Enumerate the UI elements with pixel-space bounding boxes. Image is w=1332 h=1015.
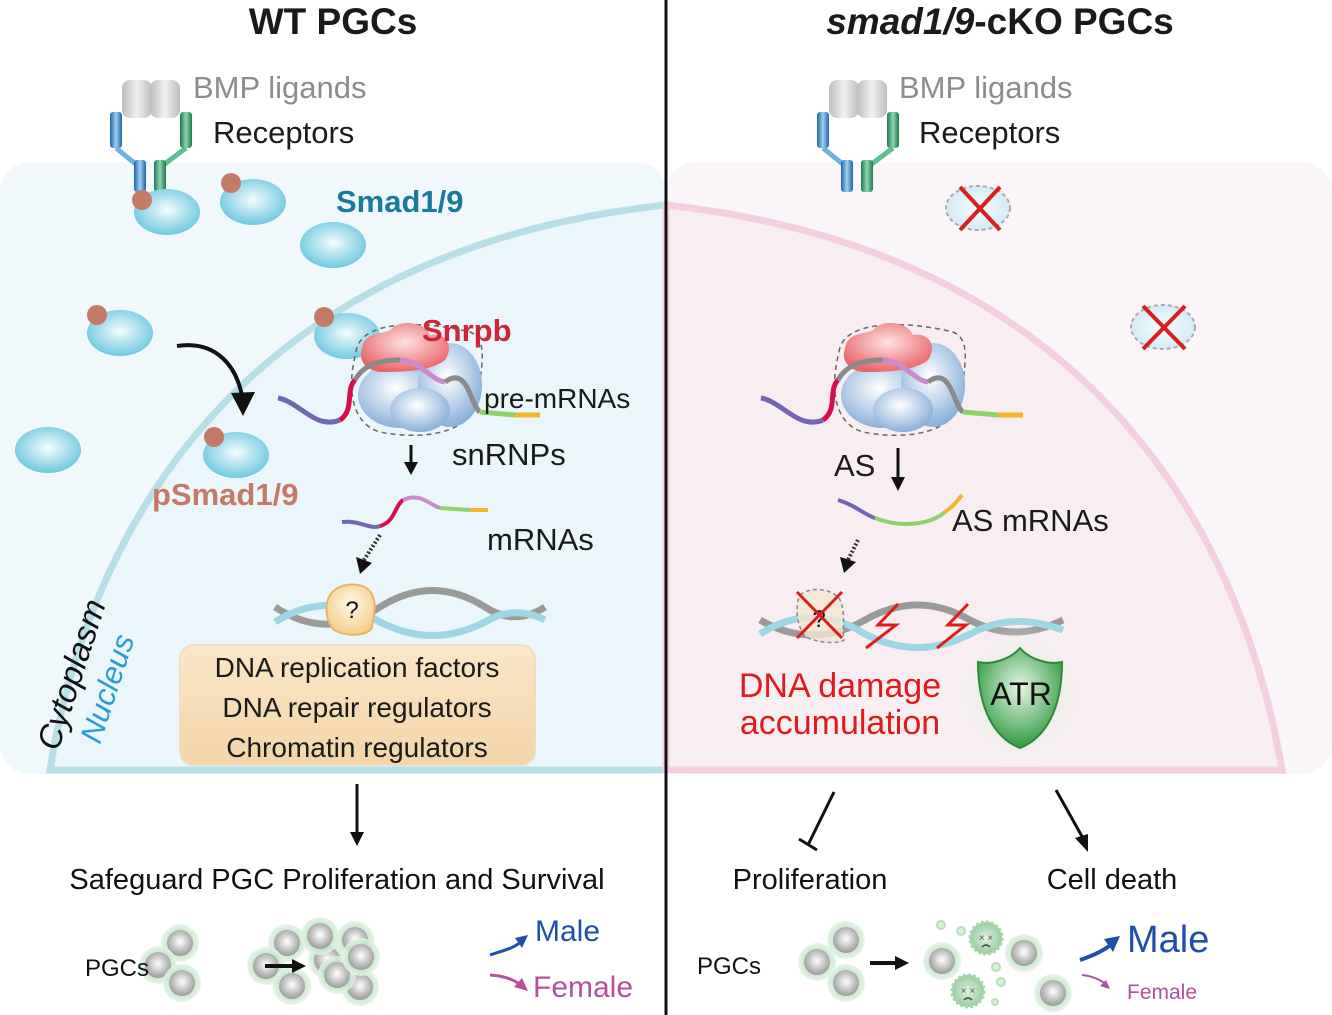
mrna-label: mRNAs (487, 522, 594, 557)
debris-dot (936, 920, 946, 930)
pgc-cell (827, 964, 865, 1002)
pgc-cell (1034, 974, 1072, 1012)
pgc-cell (342, 938, 380, 976)
targets-box (179, 644, 536, 766)
missing-smad-icon (945, 185, 1011, 232)
dna-break-icon (936, 602, 971, 650)
atr-shield-icon (976, 646, 1064, 750)
target-item: DNA replication factors (215, 652, 500, 683)
debris-dot (996, 977, 1006, 987)
svg-text:× ×: × × (979, 933, 994, 944)
unknown-factor-label: ? (345, 597, 358, 624)
phosphate-dot (314, 307, 334, 327)
wt-title: WT PGCs (249, 1, 418, 42)
phosphate-dot (132, 190, 152, 210)
pgc-cell (273, 967, 311, 1005)
ko-receptor-label: Receptors (919, 115, 1060, 150)
smad-proteins (15, 173, 380, 478)
missing-smad-icon (1130, 304, 1196, 351)
snrpb-label: Snrpb (422, 313, 512, 348)
bmp-ligand-icon (150, 80, 180, 118)
smad-protein (15, 427, 81, 473)
ko-pgc-label: PGCs (697, 953, 761, 980)
debris-dot (991, 998, 999, 1006)
phosphate-dot (221, 173, 241, 193)
inhibition-bar (798, 837, 818, 852)
unknown-factor-icon (325, 583, 376, 636)
wt-bmp-label: BMP ligands (193, 70, 366, 105)
dna-break-icon (865, 602, 901, 650)
debris-dot (956, 926, 966, 936)
snrnp-label: snRNPs (452, 437, 566, 472)
pre-mrna-label: pre-mRNAs (484, 383, 630, 414)
dead-cell-icon: × × (950, 973, 986, 1009)
ko-female-label: Female (1127, 981, 1197, 1004)
ko-title: smad1/9-cKO PGCs (826, 1, 1174, 42)
death-arrow (1054, 789, 1086, 841)
inhibition-line (806, 791, 836, 846)
wt-nucleus (45, 201, 670, 774)
ko-bmp-label: BMP ligands (899, 70, 1072, 105)
phosphate-dot (87, 305, 107, 325)
wt-male-label: Male (535, 915, 600, 948)
missing-factor-icon: ? (795, 588, 845, 644)
pgc-cell (827, 921, 865, 959)
pgc-cell (163, 964, 201, 1002)
damage-label-line1: DNA damage (739, 667, 941, 705)
damage-label-line2: accumulation (740, 704, 940, 742)
as-label: AS (834, 448, 875, 483)
dead-cell-icon: × × (968, 920, 1004, 956)
proliferation-label: Proliferation (733, 864, 888, 896)
female-arrow (1081, 974, 1107, 985)
cell-death-label: Cell death (1047, 864, 1178, 896)
pgc-cell (923, 942, 961, 980)
smad-protein (300, 222, 366, 268)
debris-dot (991, 962, 1001, 972)
bmp-receptor-icon (110, 80, 192, 192)
wt-outcome-label: Safeguard PGC Proliferation and Survival (69, 864, 604, 896)
target-item: Chromatin regulators (226, 732, 487, 763)
atr-label: ATR (990, 676, 1052, 712)
target-item: DNA repair regulators (222, 692, 491, 723)
pgc-cell (1005, 934, 1043, 972)
pgc-cell (798, 943, 836, 981)
translocation-arrow (176, 343, 245, 403)
psmad-label: pSmad1/9 (152, 477, 298, 512)
arrowhead (231, 392, 255, 416)
as-mrna-strand (837, 493, 964, 526)
svg-text:× ×: × × (961, 986, 976, 997)
dna-helix (273, 587, 547, 639)
ko-pgc-cells: × × × × (798, 920, 1072, 1012)
wt-pgc-label: PGCs (85, 955, 149, 982)
phosphate-dot (204, 427, 224, 447)
wt-receptor-label: Receptors (213, 115, 354, 150)
translation-arrow (362, 533, 382, 562)
smad-label: Smad1/9 (336, 184, 464, 219)
bmp-ligand-icon (122, 80, 152, 118)
ko-male-label: Male (1127, 919, 1209, 961)
male-arrow (1079, 941, 1115, 962)
snrnp-complex (277, 322, 540, 437)
mrna-strand (341, 495, 488, 529)
as-mrna-label: AS mRNAs (952, 503, 1109, 538)
wt-female-label: Female (533, 971, 633, 1004)
pgc-cell (301, 917, 339, 955)
wt-pgc-cells (139, 917, 380, 1006)
